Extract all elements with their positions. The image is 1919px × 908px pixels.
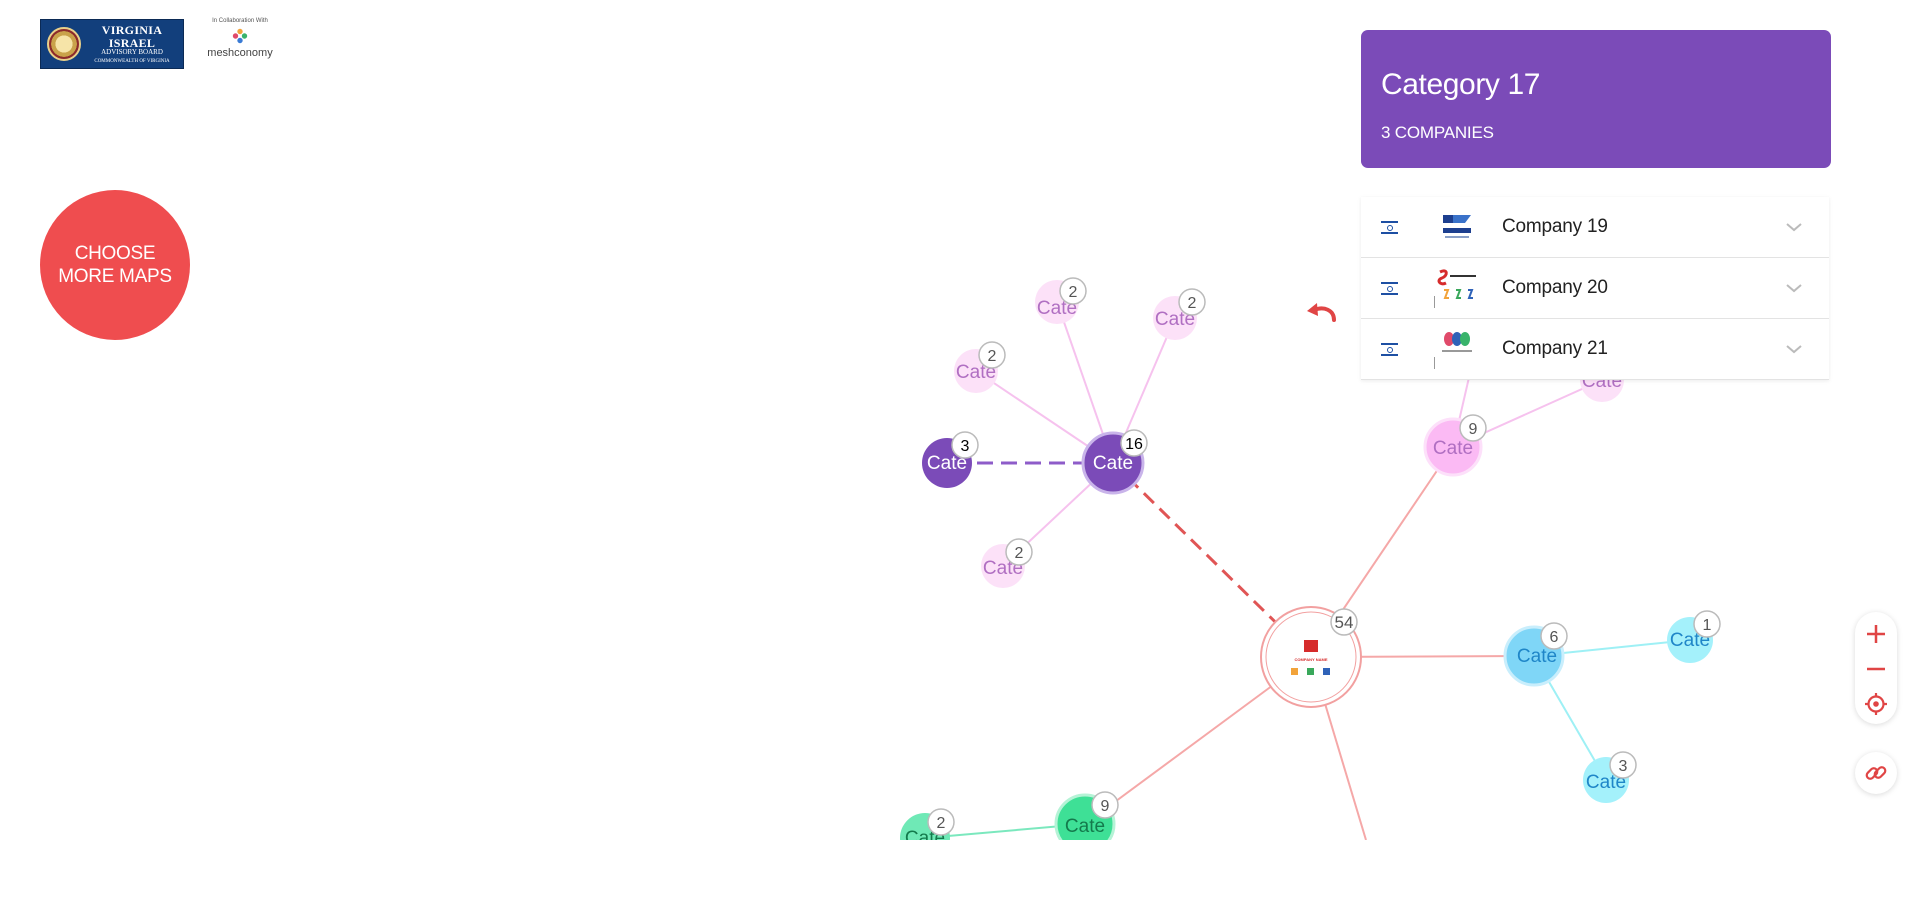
node-count: 16 xyxy=(1125,436,1143,453)
israel-flag-icon xyxy=(1381,220,1398,234)
company-row[interactable]: Company 19 xyxy=(1361,197,1829,258)
company-count: 3 COMPANIES xyxy=(1381,123,1494,142)
node-label: Cate xyxy=(1155,309,1195,330)
node-count: 2 xyxy=(988,348,997,365)
company-21-logo xyxy=(1434,332,1480,369)
category-node[interactable]: Cate 16 xyxy=(1081,429,1148,495)
recenter-button[interactable] xyxy=(1862,690,1890,718)
node-count: 6 xyxy=(1550,629,1559,646)
chevron-down-icon[interactable] xyxy=(1785,340,1803,358)
graph-edges xyxy=(924,301,1691,840)
link-icon xyxy=(1865,766,1887,780)
node-label: Cate xyxy=(1517,646,1557,667)
node-label: Cate xyxy=(1065,816,1105,837)
choose-more-maps-label: CHOOSE MORE MAPS xyxy=(58,243,172,287)
israel-flag-icon xyxy=(1381,342,1398,356)
va-logo-line1: VIRGINIA ISRAEL xyxy=(101,23,163,50)
choose-more-maps-button[interactable]: CHOOSE MORE MAPS xyxy=(40,190,190,340)
undo-icon[interactable] xyxy=(1304,300,1340,326)
center-logo-text: COMPANY NAME xyxy=(1295,657,1328,662)
company-19-logo xyxy=(1434,210,1480,244)
company-name: Company 20 xyxy=(1502,277,1608,298)
zoom-controls xyxy=(1855,612,1897,724)
category-node[interactable]: Cate 1 xyxy=(1667,610,1721,663)
meshconomy-logo: In Collaboration With meshconomy xyxy=(200,18,280,59)
node-count: 2 xyxy=(937,815,946,832)
category-node[interactable]: Cate 9 xyxy=(1423,414,1487,477)
minus-icon xyxy=(1867,667,1885,671)
collab-text: In Collaboration With xyxy=(212,18,268,24)
category-node[interactable]: Cate 3 xyxy=(1583,751,1637,803)
chevron-down-icon[interactable] xyxy=(1785,279,1803,297)
category-node[interactable]: Cate 2 xyxy=(1153,288,1206,340)
meshconomy-mark-icon xyxy=(232,28,248,44)
company-list: Company 19 Company 20 xyxy=(1361,197,1829,380)
category-title: Category 17 xyxy=(1381,68,1541,101)
node-label: Cate xyxy=(927,453,967,474)
node-count: 3 xyxy=(961,438,970,455)
center-count: 54 xyxy=(1335,613,1354,632)
israel-flag-icon xyxy=(1381,281,1398,295)
virginia-israel-logo: VIRGINIA ISRAEL ADVISORY BOARD COMMONWEA… xyxy=(40,19,184,69)
node-count: 3 xyxy=(1619,758,1628,775)
company-name: Company 21 xyxy=(1502,338,1608,359)
share-link-button[interactable] xyxy=(1855,752,1897,794)
zoom-out-button[interactable] xyxy=(1862,655,1890,683)
node-label: Cate xyxy=(1093,453,1133,474)
node-label: Cate xyxy=(1433,438,1473,459)
company-name: Company 19 xyxy=(1502,216,1608,237)
category-node[interactable]: Cate 2 xyxy=(954,341,1006,393)
node-count: 9 xyxy=(1101,798,1110,815)
category-node[interactable]: Cate 2 xyxy=(1035,277,1087,324)
target-icon xyxy=(1865,693,1887,715)
plus-icon xyxy=(1867,625,1885,643)
category-node[interactable]: Cate 2 xyxy=(900,808,955,840)
network-graph[interactable]: COMPANY NAME 54 Cate 16 Cate 3 Cate 2 Ca… xyxy=(0,0,1919,840)
company-logo-icon xyxy=(1304,640,1318,652)
node-count: 9 xyxy=(1469,421,1478,438)
category-panel-header: Category 17 3 COMPANIES xyxy=(1361,30,1831,168)
va-logo-line2: ADVISORY BOARD xyxy=(101,48,163,57)
node-count: 2 xyxy=(1069,284,1078,301)
category-node[interactable]: Cate 2 xyxy=(981,538,1033,588)
node-label: Cate xyxy=(1586,772,1626,793)
node-count: 2 xyxy=(1015,545,1024,562)
virginia-seal-icon xyxy=(47,27,81,61)
va-logo-line3: COMMONWEALTH OF VIRGINIA xyxy=(94,58,170,64)
category-node[interactable]: Cate 6 xyxy=(1503,622,1568,687)
node-count: 2 xyxy=(1188,295,1197,312)
category-node[interactable]: Cate 3 xyxy=(922,431,979,488)
company-20-logo xyxy=(1434,269,1480,308)
company-row[interactable]: Company 20 xyxy=(1361,258,1829,319)
chevron-down-icon[interactable] xyxy=(1785,218,1803,236)
center-node[interactable]: COMPANY NAME 54 xyxy=(1260,606,1362,708)
category-node[interactable]: Cate 9 xyxy=(1054,791,1119,840)
node-count: 1 xyxy=(1703,617,1712,634)
company-row[interactable]: Company 21 xyxy=(1361,319,1829,380)
meshconomy-name: meshconomy xyxy=(207,47,273,59)
zoom-in-button[interactable] xyxy=(1862,620,1890,648)
